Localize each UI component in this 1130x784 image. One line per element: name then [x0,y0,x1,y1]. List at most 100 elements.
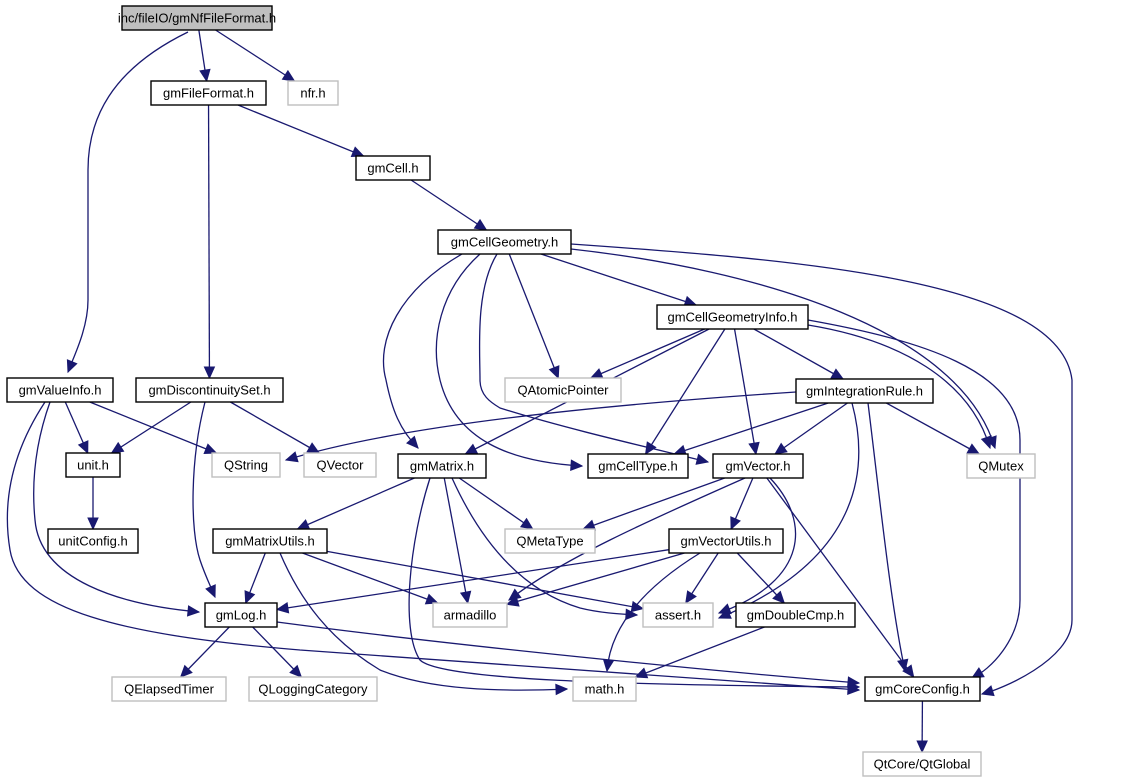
edge-line [506,552,685,605]
node-box [248,676,378,702]
node-gmCellType[interactable]: gmCellType.h [587,453,689,479]
arrow-head-icon [66,359,78,374]
node-gmVector[interactable]: gmVector.h [712,453,804,479]
arrow-head-icon [424,593,439,605]
node-box[interactable] [47,528,139,554]
edge-line [297,477,415,530]
arrow-head-icon [774,442,788,455]
arrow-head-icon [830,368,845,380]
arrow-head-icon [717,603,732,615]
edge-line [111,401,192,454]
arrow-head-icon [685,590,697,605]
node-gmFileFormat[interactable]: gmFileFormat.h [150,80,267,106]
node-root[interactable]: inc/fileIO/gmNfFileFormat.h [118,5,276,31]
node-unit[interactable]: unit.h [65,452,121,478]
edge-line [302,552,438,604]
node-box[interactable] [735,602,856,628]
arrow-head-icon [847,676,861,688]
arrow-head-icon [406,435,419,449]
arrow-head-icon [87,517,99,531]
node-gmMatrixUtils[interactable]: gmMatrixUtils.h [212,528,328,554]
node-QElapsedTimer: QElapsedTimer [111,676,227,702]
node-label: gmMatrix.h [410,459,474,474]
node-QLoggingCategory: QLoggingCategory [248,676,378,702]
node-box[interactable] [150,80,267,106]
node-box[interactable] [397,453,487,479]
edge-line [410,179,487,231]
edge-line [276,621,860,684]
node-box[interactable] [121,5,273,31]
node-gmMatrix[interactable]: gmMatrix.h [397,453,487,479]
node-gmIntegrationRule[interactable]: gmIntegrationRule.h [795,378,934,404]
edge-line [590,328,705,379]
node-label: gmVector.h [725,459,790,474]
arrow-head-icon [548,365,560,380]
node-unitConfig[interactable]: unitConfig.h [47,528,139,554]
node-box[interactable] [212,528,328,554]
edge-line [766,477,915,678]
edge-line [285,391,797,461]
node-box[interactable] [712,453,804,479]
arrow-head-icon [289,664,303,678]
arrow-head-icon [459,590,472,605]
edge-line [478,253,709,463]
node-gmCoreConfig[interactable]: gmCoreConfig.h [864,676,981,702]
arrow-head-icon [203,443,218,455]
edge-line [645,328,726,455]
node-gmDoubleCmp[interactable]: gmDoubleCmp.h [735,602,856,628]
edge-line [508,477,746,601]
node-box [966,453,1036,479]
node-box[interactable] [6,377,114,403]
arrow-head-icon [296,519,311,530]
edge-line [570,243,1073,695]
node-box[interactable] [135,377,284,403]
node-label: assert.h [655,608,701,623]
node-box [504,528,596,554]
arrow-head-icon [748,441,760,456]
node-box [642,602,714,628]
arrow-head-icon [772,590,786,604]
arrow-head-icon [284,451,299,463]
node-box[interactable] [656,304,809,330]
node-gmDiscontinuitySet[interactable]: gmDiscontinuitySet.h [135,377,284,403]
edge-line [867,402,906,672]
edge-line [276,549,670,611]
node-box[interactable] [587,453,689,479]
node-gmCellGeometryInfo[interactable]: gmCellGeometryInfo.h [656,304,809,330]
node-box [111,676,227,702]
node-gmValueInfo[interactable]: gmValueInfo.h [6,377,114,403]
edge-line [279,552,568,691]
node-gmLog[interactable]: gmLog.h [204,602,278,628]
node-gmVectorUtils[interactable]: gmVectorUtils.h [668,528,784,554]
node-gmCell[interactable]: gmCell.h [355,155,431,181]
edge-line [606,552,701,672]
node-QMetaType: QMetaType [504,528,596,554]
node-QString: QString [211,452,281,478]
node-box[interactable] [204,602,278,628]
node-box [287,80,339,106]
edge-line [540,253,697,306]
edge-line [674,402,829,455]
edge-line [570,248,996,449]
edge-line [230,401,320,454]
node-box[interactable] [437,229,572,255]
node-gmCellGeometry[interactable]: gmCellGeometry.h [437,229,572,255]
node-box[interactable] [795,378,934,404]
node-label: gmCoreConfig.h [875,682,970,697]
node-box[interactable] [355,155,431,181]
arrow-head-icon [186,605,201,617]
node-box[interactable] [65,452,121,478]
edge-line [753,328,844,380]
arrow-head-icon [695,453,710,465]
node-label: gmLog.h [216,608,267,623]
node-box[interactable] [864,676,981,702]
edge-line [733,328,757,455]
node-label: gmCellType.h [598,459,677,474]
edges-layer [6,29,1073,754]
arrow-head-icon [350,146,365,158]
node-label: gmCell.h [367,161,418,176]
edge-line [192,401,216,598]
arrow-head-icon [179,664,193,678]
node-box[interactable] [668,528,784,554]
